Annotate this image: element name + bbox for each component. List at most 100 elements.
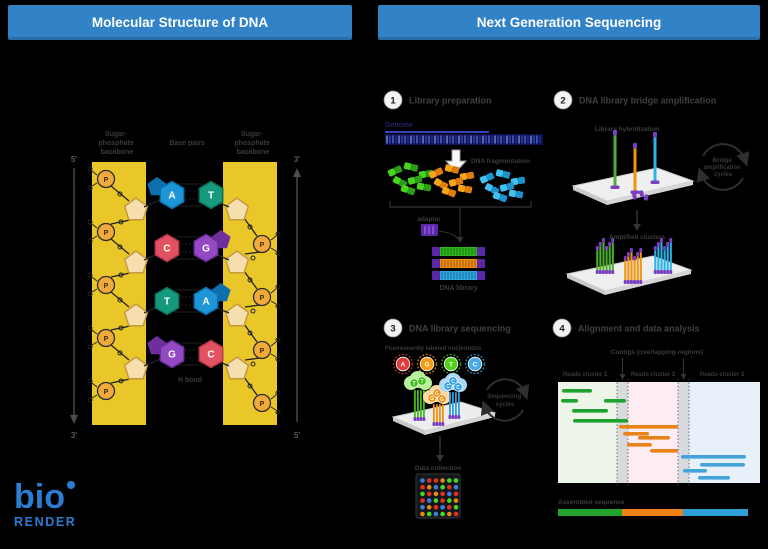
cluster-strand — [417, 390, 419, 420]
cluster-strand — [442, 404, 444, 425]
sequence-read-bar — [561, 399, 578, 403]
cluster-strand — [420, 390, 422, 420]
base-letter: T — [164, 297, 170, 308]
blob-letter: G — [435, 391, 439, 397]
step1-graphics — [386, 135, 541, 280]
dna-fragment — [400, 184, 416, 196]
sequence-read-bar — [650, 449, 678, 453]
oxygen-atom — [87, 378, 93, 384]
nucleotide-A-icon: A — [392, 353, 414, 375]
oxygen-atom — [87, 166, 93, 172]
strand-direction-arrows — [73, 168, 298, 422]
sequence-read-bar — [623, 432, 649, 436]
collection-bracket — [389, 201, 532, 208]
base-letter: C — [163, 244, 170, 255]
amplified-strand — [633, 260, 636, 282]
sequence-read-bar — [627, 443, 652, 447]
amplified-strand — [608, 246, 611, 272]
left-panel-title: Molecular Structure of DNA — [91, 15, 269, 30]
oxygen-atom — [275, 390, 281, 396]
step1-number: 1 — [390, 95, 396, 106]
sugar-pentagon — [123, 303, 149, 327]
phosphate-letter: P — [104, 283, 109, 290]
base-hexagon-C — [198, 339, 224, 369]
nucleotide-letter: T — [449, 362, 453, 369]
sugar-pentagon — [123, 356, 149, 380]
phosphate-group: P — [87, 166, 116, 191]
dna-fragment — [495, 169, 511, 179]
base-hexagon-T — [154, 286, 180, 316]
base-letter: T — [208, 191, 214, 202]
oxygen-atom — [87, 272, 93, 278]
amplified-strand — [630, 252, 633, 282]
phosphate-circle — [96, 169, 116, 189]
base-hexagon-A — [193, 286, 219, 316]
amplified-strand — [627, 256, 630, 282]
dna-structure-figure: Sugar- phosphate backbone Base pairs Sug… — [70, 131, 301, 440]
dna-fragment — [428, 167, 444, 179]
step4-number: 4 — [559, 323, 565, 334]
step2-graphics — [595, 130, 673, 284]
sugar-pentagon — [224, 250, 250, 274]
assembled-segment — [558, 509, 622, 516]
sequence-read-bar — [681, 455, 746, 459]
sequence-read-bar — [683, 469, 707, 473]
sequence-read-bar — [638, 436, 670, 440]
cluster2-header: Reads cluster 2 — [631, 372, 676, 378]
step3-title: DNA library sequencing — [409, 324, 511, 334]
oxygen-atom — [275, 231, 281, 237]
sugar-pentagon — [224, 303, 250, 327]
hybridization-label: Library hybridization — [595, 126, 659, 133]
oxygen-atom — [87, 397, 93, 403]
oxygen-atom — [87, 185, 93, 191]
adapter-label: adapter — [417, 216, 441, 223]
dna-fragment — [479, 172, 495, 184]
base-letter: A — [202, 297, 209, 308]
assembled-segment — [622, 509, 683, 516]
backbone-right-label: Sugar- phosphate backbone — [234, 131, 271, 156]
amplified-strand — [602, 242, 605, 272]
logo-render-text: RENDER — [14, 515, 77, 529]
dna-fragment — [457, 184, 473, 194]
sugar-pentagon — [123, 250, 149, 274]
three-prime-bottom-left: 3' — [71, 431, 77, 440]
base-hexagon-T — [198, 180, 224, 210]
phosphate-circle — [96, 328, 116, 348]
blob-letter: G — [440, 397, 444, 403]
sequence-read-bar — [619, 425, 678, 429]
contigs-label: Contigs (overlapping regions) — [611, 349, 703, 356]
assembled-segment — [683, 509, 748, 516]
oxygen-atom — [275, 409, 281, 415]
phosphate-letter: P — [260, 242, 265, 249]
dna-fragment — [508, 189, 524, 199]
dna-fragment — [403, 162, 419, 172]
step4-alignment-analysis: 4 Alignment and data analysis Contigs (o… — [552, 318, 760, 516]
step2-title: DNA library bridge amplification — [579, 96, 716, 106]
step4-graphics — [558, 389, 748, 516]
phosphate-circle — [252, 234, 272, 254]
adapter-block — [421, 224, 438, 236]
cluster-strand — [439, 404, 441, 425]
down-arrowhead — [70, 415, 78, 424]
hybridized-strand — [613, 135, 617, 188]
cluster3-header: Reads cluster 3 — [700, 372, 745, 378]
oxygen-atom — [87, 325, 93, 331]
oxygen-atom — [87, 291, 93, 297]
amplified-strand — [599, 246, 602, 272]
sequence-read-bar — [604, 399, 626, 403]
step2-number: 2 — [560, 95, 565, 106]
amplified-strand — [666, 246, 669, 272]
phosphate-group: P — [87, 272, 116, 297]
right-panel-header: Next Generation Sequencing — [378, 5, 760, 40]
left-panel-header: Molecular Structure of DNA — [8, 5, 352, 40]
step1-title: Library preparation — [409, 96, 492, 106]
nucleotide-G-icon: G — [416, 353, 438, 375]
oxygen-atom — [275, 303, 281, 309]
primer — [643, 194, 649, 201]
oxygen-atom — [275, 337, 281, 343]
